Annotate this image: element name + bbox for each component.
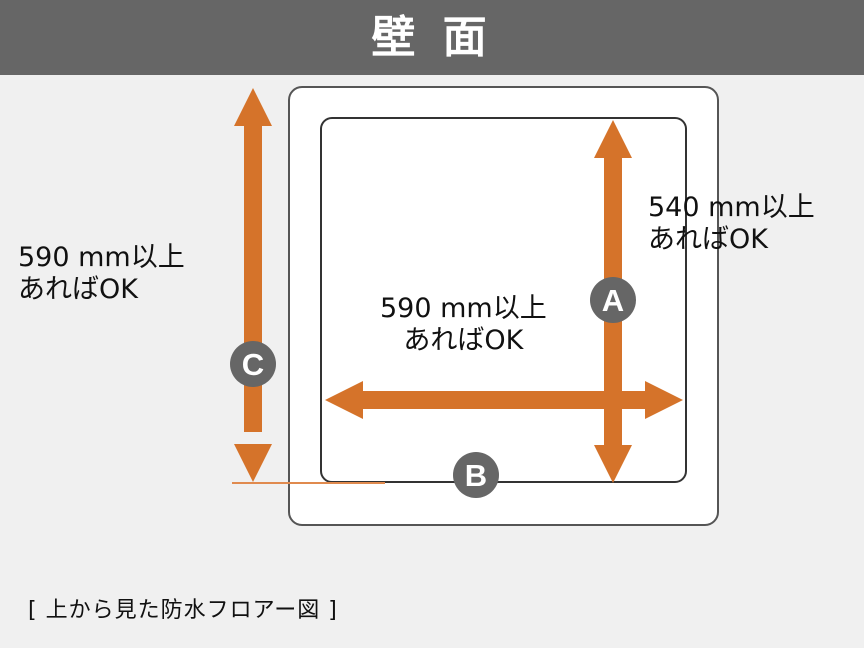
dimension-badge-b: B — [453, 452, 499, 498]
dimension-label-c-line1: 590 mm以上 — [18, 242, 185, 273]
dimension-label-a: 540 mm以上 あればOK — [648, 192, 815, 256]
dimension-label-a-line2: あればOK — [648, 223, 768, 255]
dimension-label-b-line1: 590 mm以上 — [380, 293, 547, 324]
header-bar: 壁 面 — [0, 0, 864, 75]
dimension-badge-a: A — [590, 277, 636, 323]
dimension-label-c-line2: あればOK — [18, 273, 138, 305]
dimension-badge-c: C — [230, 341, 276, 387]
dimension-arrow-c — [234, 88, 272, 482]
page-title: 壁 面 — [371, 11, 493, 63]
dimension-label-b-line2: あればOK — [403, 324, 524, 356]
extension-guide-line — [232, 482, 385, 484]
floor-diagram: A B C 540 mm以上 あればOK 590 mm以上 あればOK 590 … — [0, 75, 864, 575]
dimension-label-c: 590 mm以上 あればOK — [18, 242, 185, 306]
dimension-label-b: 590 mm以上 あればOK — [380, 293, 547, 357]
diagram-caption: [ 上から見た防水フロアー図 ] — [28, 598, 338, 623]
dimension-label-a-line1: 540 mm以上 — [648, 192, 815, 223]
